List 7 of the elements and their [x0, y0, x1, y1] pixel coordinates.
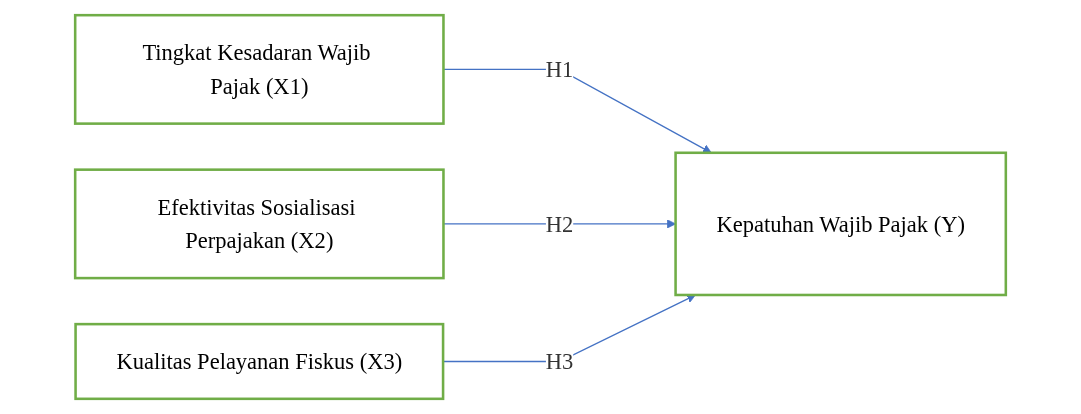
- node-box: Efektivitas Sosialisasi Perpajakan (X2): [73, 168, 445, 280]
- edge-label: H2: [545, 211, 574, 237]
- edge-label: H3: [545, 348, 574, 375]
- node-box: Kepatuhan Wajib Pajak (Y): [674, 151, 1008, 297]
- edge-label: H1: [545, 56, 574, 83]
- node-box: Kualitas Pelayanan Fiskus (X3): [74, 322, 445, 401]
- node-box: Tingkat Kesadaran Wajib Pajak (X1): [73, 13, 445, 125]
